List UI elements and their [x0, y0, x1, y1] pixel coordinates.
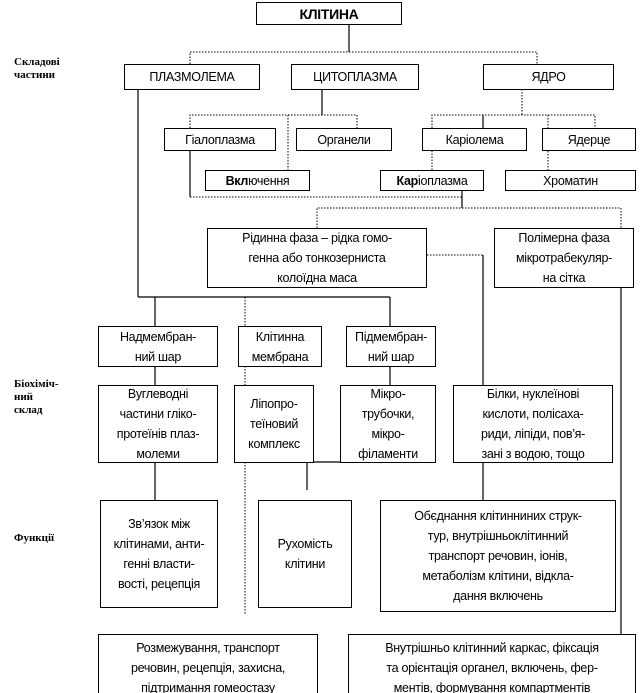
node-cytoplasm: ЦИТОПЛАЗМА	[291, 64, 419, 90]
node-cell-membrane: Клітинна мембрана	[238, 326, 322, 367]
node-submembrane-layer: Підмембран- ний шар	[346, 326, 436, 367]
node-nucleolus: Ядерце	[542, 128, 636, 151]
karyoplasm-bold-part: Кар	[396, 173, 419, 188]
node-karyolemma: Каріолема	[422, 128, 527, 151]
node-hyaloplasm: Гіалоплазма	[164, 128, 276, 151]
node-communication: Зв’язок між клітинами, анти- генні власт…	[100, 500, 218, 608]
node-supramembrane-layer: Надмембран- ний шар	[98, 326, 218, 367]
side-label-biochem: Біохіміч- ний склад	[14, 378, 59, 416]
node-motility: Рухомість клітини	[258, 500, 352, 608]
node-carbohydrates: Вуглеводні частини гліко- протеїнів плаз…	[98, 385, 218, 463]
inclusions-rest: ючення	[248, 173, 290, 188]
node-cytoskeleton: Внутрішньо клітинний каркас, фіксація та…	[348, 634, 636, 693]
node-delimitation: Розмежування, транспорт речовин, рецепці…	[98, 634, 318, 693]
node-nucleus: ЯДРО	[483, 64, 614, 90]
side-label-parts: Складові частини	[14, 56, 60, 81]
node-lipoprotein: Ліпопро- теїновий комплекс	[234, 385, 314, 463]
node-polymer-phase: Полімерна фаза мікротрабекуляр- на сітка	[494, 228, 634, 288]
node-plasmalemma: ПЛАЗМОЛЕМА	[124, 64, 260, 90]
node-cell: КЛІТИНА	[256, 2, 402, 25]
node-organelles: Органели	[296, 128, 392, 151]
side-label-functions: Функції	[14, 532, 55, 544]
karyoplasm-rest: іоплазма	[418, 173, 468, 188]
node-chromatin: Хроматин	[505, 170, 636, 191]
node-liquid-phase: Рідинна фаза – рідка гомо- генна або тон…	[207, 228, 427, 288]
inclusions-bold-part: Вкл	[225, 173, 249, 188]
node-integration: Обєднання клітинниних струк- тур, внутрі…	[380, 500, 616, 612]
node-microtubules: Мікро- трубочки, мікро- філаменти	[340, 385, 436, 463]
node-proteins: Білки, нуклеїнові кислоти, полісаха- рид…	[453, 385, 613, 463]
